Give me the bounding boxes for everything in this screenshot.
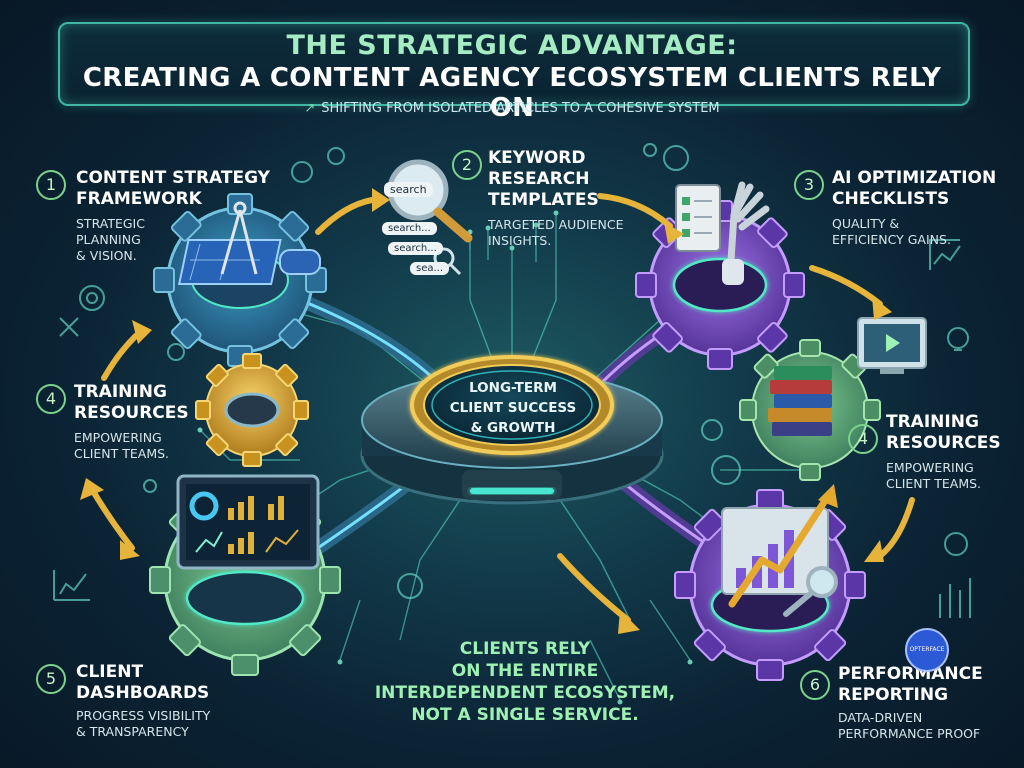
node-5-desc-2: & TRANSPARENCY [76, 724, 189, 739]
node-1-desc-3: & VISION. [76, 248, 137, 263]
node-5-title-2: DASHBOARDS [76, 683, 210, 703]
node-1-desc: STRATEGIC PLANNING & VISION. [76, 216, 270, 264]
node-2-desc: TARGETED AUDIENCE INSIGHTS. [488, 217, 624, 249]
node-6-label: PERFORMANCE REPORTING DATA-DRIVEN PERFOR… [838, 664, 983, 742]
node-5-label: CLIENT DASHBOARDS PROGRESS VISIBILITY & … [76, 662, 210, 740]
node-4-left-number: 4 [36, 384, 66, 414]
node-2-title-1: KEYWORD [488, 148, 586, 168]
subtitle: ↗ SHIFTING FROM ISOLATED ARTICLES TO A CO… [260, 96, 764, 122]
node-4-right-desc: EMPOWERING CLIENT TEAMS. [886, 460, 1001, 492]
node-4-left-title-1: TRAINING [74, 382, 167, 402]
gear-node-4-left [195, 353, 309, 467]
node-6-title-1: PERFORMANCE [838, 664, 983, 684]
decorative-icons [53, 143, 971, 618]
node-6-desc-2: PERFORMANCE PROOF [838, 726, 981, 741]
node-4-left-label: TRAINING RESOURCES EMPOWERING CLIENT TEA… [74, 382, 189, 462]
node-6-desc-1: DATA-DRIVEN [838, 710, 923, 725]
node-3-number: 3 [794, 170, 824, 200]
node-3-desc-2: EFFICIENCY GAINS. [832, 232, 951, 247]
node-3-desc: QUALITY & EFFICIENCY GAINS. [832, 216, 996, 248]
node-1-title-2: FRAMEWORK [76, 189, 202, 209]
title-line-1: THE STRATEGIC ADVANTAGE: [286, 30, 738, 61]
title-line-2: CREATING A CONTENT AGENCY ECOSYSTEM CLIE… [82, 63, 942, 123]
node-4-right-number: 4 [848, 424, 878, 454]
hub-text-line-1: LONG-TERM [469, 380, 557, 396]
gear-node-4-right [739, 317, 927, 481]
bottom-statement: CLIENTS RELY ON THE ENTIRE INTERDEPENDEN… [340, 638, 710, 726]
node-5-title-1: CLIENT [76, 662, 144, 682]
node-4-left-desc-2: CLIENT TEAMS. [74, 446, 170, 461]
node-5-desc: PROGRESS VISIBILITY & TRANSPARENCY [76, 708, 210, 740]
node-1-desc-2: PLANNING [76, 232, 141, 247]
bottom-line-4: NOT A SINGLE SERVICE. [411, 705, 639, 725]
node-4-right-title-2: RESOURCES [886, 433, 1001, 453]
node-4-right-label: TRAINING RESOURCES EMPOWERING CLIENT TEA… [886, 412, 1001, 492]
central-hub [360, 355, 664, 505]
watermark-badge: OPTERFACE [905, 628, 949, 672]
gear-node-6 [674, 484, 866, 681]
node-3-desc-1: QUALITY & [832, 216, 900, 231]
node-2-label: KEYWORD RESEARCH TEMPLATES TARGETED AUDI… [488, 148, 624, 249]
search-button-chip: search [384, 182, 433, 197]
bottom-line-1: CLIENTS RELY [459, 639, 591, 659]
gear-node-1 [153, 193, 327, 367]
search-magnifier-illustration [387, 159, 473, 276]
node-1-number: 1 [36, 170, 66, 200]
gear-node-3 [635, 181, 805, 370]
node-4-left-desc-1: EMPOWERING [74, 430, 162, 445]
node-2-desc-2: INSIGHTS. [488, 233, 552, 248]
hub-text-line-3: & GROWTH [470, 420, 556, 436]
node-4-right-desc-2: CLIENT TEAMS. [886, 476, 982, 491]
node-2-title-3: TEMPLATES [488, 190, 599, 210]
bottom-line-2: ON THE ENTIRE [451, 661, 599, 681]
node-1-desc-1: STRATEGIC [76, 216, 145, 231]
search-field-1: search... [382, 222, 437, 235]
hub-text: LONG-TERM CLIENT SUCCESS & GROWTH [440, 378, 586, 438]
trend-up-icon: ↗ [304, 101, 316, 116]
node-4-left-desc: EMPOWERING CLIENT TEAMS. [74, 430, 189, 462]
hub-text-line-2: CLIENT SUCCESS [449, 400, 577, 416]
title-banner [58, 22, 970, 106]
node-3-title-1: AI OPTIMIZATION [832, 168, 997, 188]
node-5-desc-1: PROGRESS VISIBILITY [76, 708, 211, 723]
node-2-desc-1: TARGETED AUDIENCE [488, 217, 624, 232]
node-4-left-title-2: RESOURCES [74, 403, 189, 423]
node-1-label: CONTENT STRATEGY FRAMEWORK STRATEGIC PLA… [76, 168, 270, 264]
node-6-title-2: REPORTING [838, 685, 949, 705]
gear-node-5 [149, 474, 341, 676]
node-6-desc: DATA-DRIVEN PERFORMANCE PROOF [838, 710, 983, 742]
node-1-title-1: CONTENT STRATEGY [76, 168, 270, 188]
search-field-2: search... [388, 242, 443, 255]
node-4-right-desc-1: EMPOWERING [886, 460, 974, 475]
node-2-title-2: RESEARCH [488, 169, 590, 189]
node-5-number: 5 [36, 664, 66, 694]
node-3-label: AI OPTIMIZATION CHECKLISTS QUALITY & EFF… [832, 168, 996, 248]
bottom-line-3: INTERDEPENDENT ECOSYSTEM, [374, 683, 676, 703]
node-3-title-2: CHECKLISTS [832, 189, 950, 209]
subtitle-text: SHIFTING FROM ISOLATED ARTICLES TO A COH… [321, 101, 720, 116]
node-6-number: 6 [800, 670, 830, 700]
node-4-right-title-1: TRAINING [886, 412, 979, 432]
arrow-heads [80, 188, 892, 634]
node-2-number: 2 [452, 150, 482, 180]
search-field-3: sea... [410, 262, 450, 275]
